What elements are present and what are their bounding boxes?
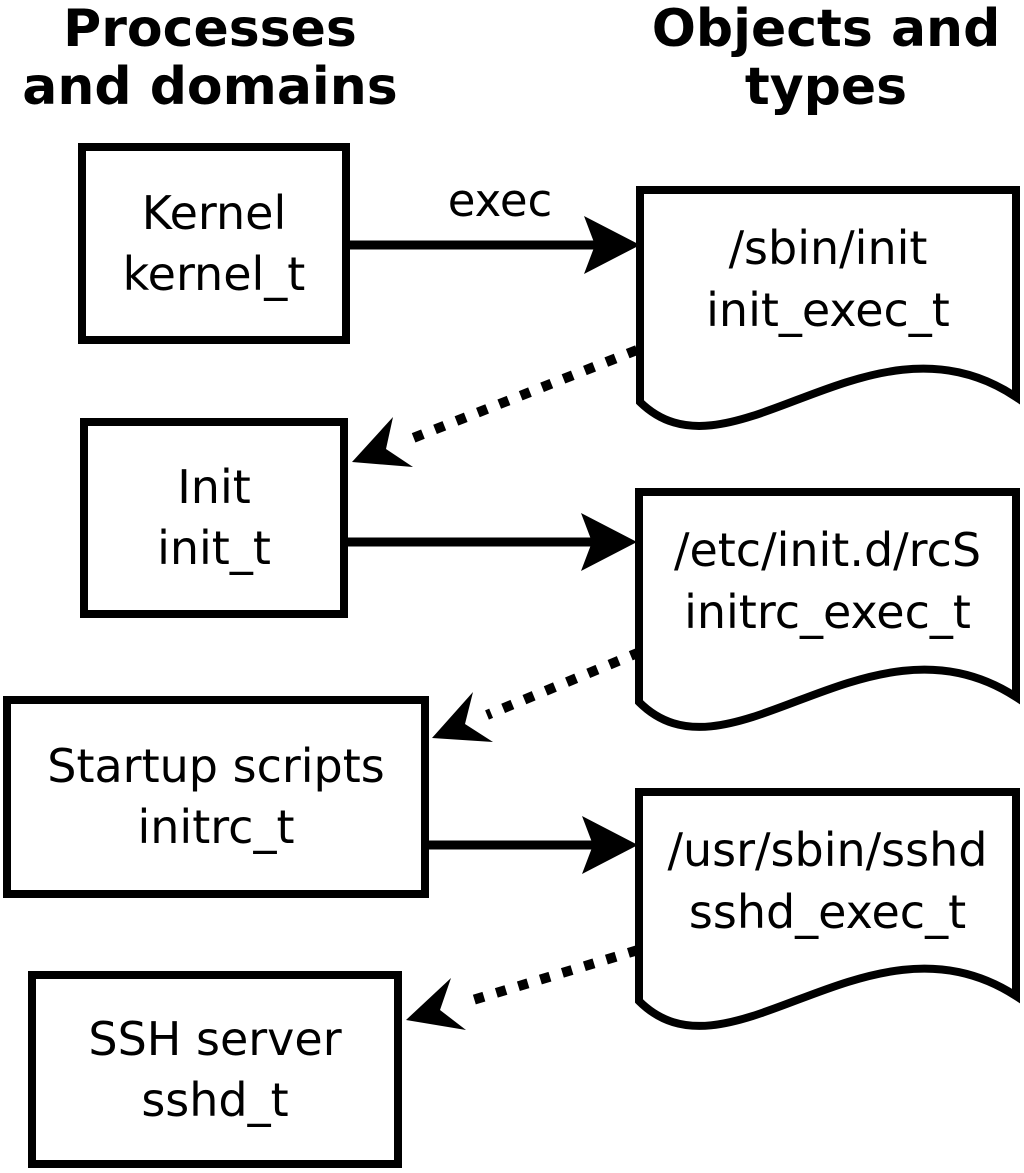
object-label-usr-sbin-sshd: /usr/sbin/sshd sshd_exec_t bbox=[639, 819, 1016, 943]
column-header-processes-line2: and domains bbox=[22, 57, 398, 117]
object-path: /etc/init.d/rcS bbox=[673, 523, 982, 577]
exec-arrow-initrc-to-sshd bbox=[429, 816, 638, 874]
document-shape-usr-sbin-sshd bbox=[635, 788, 1020, 1030]
column-header-objects-line2: types bbox=[744, 57, 908, 117]
column-header-objects: Objects and types bbox=[630, 0, 1022, 116]
process-box-ssh-server: SSH server sshd_t bbox=[28, 971, 402, 1168]
process-name: Startup scripts bbox=[47, 739, 385, 793]
document-shape-sbin-init bbox=[636, 186, 1020, 430]
process-box-kernel: Kernel kernel_t bbox=[78, 143, 350, 344]
process-type: sshd_t bbox=[141, 1072, 289, 1127]
process-type: initrc_t bbox=[137, 800, 295, 854]
object-path: /usr/sbin/sshd bbox=[667, 823, 988, 877]
process-type: kernel_t bbox=[122, 246, 306, 301]
object-type: sshd_exec_t bbox=[688, 885, 967, 939]
transition-arrow-initexec-to-init bbox=[352, 345, 639, 467]
object-label-etc-initd-rcs: /etc/init.d/rcS initrc_exec_t bbox=[639, 519, 1016, 643]
process-name: Init bbox=[177, 460, 251, 514]
exec-arrow-label: exec bbox=[447, 174, 553, 227]
object-path: /sbin/init bbox=[728, 221, 928, 275]
exec-arrow-kernel-to-init bbox=[350, 216, 640, 274]
object-label-sbin-init: /sbin/init init_exec_t bbox=[640, 217, 1016, 341]
object-type: init_exec_t bbox=[706, 283, 950, 337]
process-name: Kernel bbox=[141, 185, 287, 240]
object-type: initrc_exec_t bbox=[684, 585, 971, 639]
process-box-startup-scripts: Startup scripts initrc_t bbox=[3, 696, 429, 898]
transition-arrow-sshdexec-to-sshd bbox=[406, 945, 640, 1030]
process-type: init_t bbox=[157, 521, 271, 575]
column-header-processes: Processes and domains bbox=[0, 0, 430, 116]
column-header-processes-line1: Processes bbox=[63, 0, 357, 59]
column-header-objects-line1: Objects and bbox=[651, 0, 1001, 59]
exec-arrow-init-to-rcs bbox=[348, 513, 637, 571]
process-box-init: Init init_t bbox=[80, 418, 348, 618]
transition-arrow-initrcexec-to-initrc bbox=[432, 647, 642, 742]
process-name: SSH server bbox=[88, 1011, 342, 1066]
document-shape-etc-initd-rcs bbox=[635, 488, 1020, 731]
